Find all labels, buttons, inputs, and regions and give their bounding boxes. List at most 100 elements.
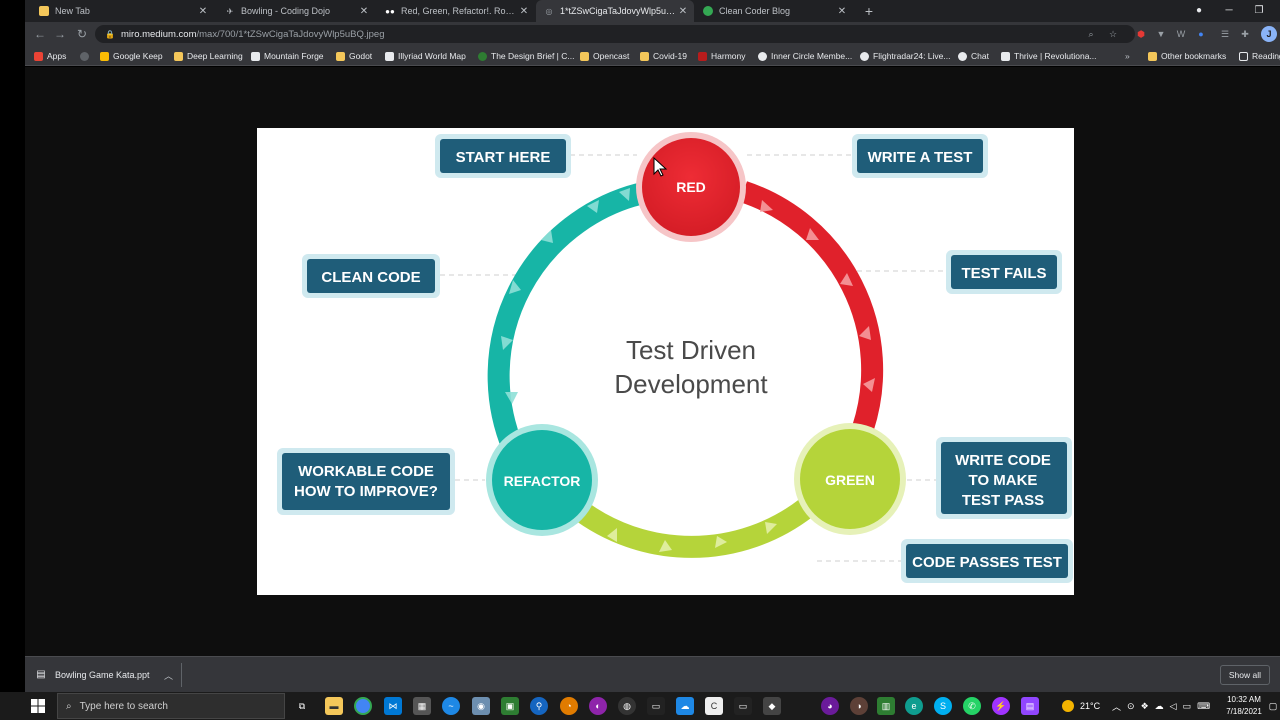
other-bookmarks[interactable]: Other bookmarks xyxy=(1148,49,1226,63)
bookmark-apps[interactable]: Apps xyxy=(34,49,66,63)
bookmark-google-keep[interactable]: Google Keep xyxy=(100,49,163,63)
minimize-icon[interactable]: ─ xyxy=(1225,5,1233,16)
weather-widget[interactable]: 21°C xyxy=(1062,692,1100,720)
tab-jpeg-image[interactable]: ◎ 1*tZSwCigaTaJdovyWlp5uBQ.jpeg ✕ xyxy=(536,0,694,22)
messenger-icon[interactable]: ⚡ xyxy=(992,697,1010,715)
test-fails-label: TEST FAILS xyxy=(946,250,1062,294)
bookmark-unnamed[interactable] xyxy=(80,49,93,63)
reading-list[interactable]: Reading xyxy=(1239,49,1280,63)
tray-chevron-icon[interactable]: ︿ xyxy=(1112,701,1122,712)
center-title-line1: Test Driven xyxy=(626,335,756,365)
harmony-icon xyxy=(698,51,707,61)
app-icon-15[interactable]: ▭ xyxy=(734,697,752,715)
taskbar-search-input[interactable]: ⌕ Type here to search xyxy=(57,693,285,719)
clock-time: 10:32 AM xyxy=(1227,695,1261,704)
bookmark-mountain-forge[interactable]: Mountain Forge xyxy=(251,49,324,63)
app-icon-16[interactable]: ◆ xyxy=(763,697,781,715)
download-item[interactable]: ▤ Bowling Game Kata.ppt ︿ xyxy=(35,663,182,687)
svg-text:TO MAKE: TO MAKE xyxy=(969,472,1038,489)
file-explorer-icon[interactable]: ▬ xyxy=(325,697,343,715)
close-tab-icon[interactable]: ✕ xyxy=(678,5,688,17)
taskbar-clock[interactable]: 10:32 AM 7/18/2021 xyxy=(1224,694,1264,718)
app-icon-18[interactable]: ◑ xyxy=(850,697,868,715)
app-icon-7[interactable]: ▣ xyxy=(501,697,519,715)
tray-app-icon[interactable]: ⊙ xyxy=(1127,700,1135,711)
new-tab-plus-icon[interactable]: + xyxy=(864,3,874,19)
svg-text:HOW TO IMPROVE?: HOW TO IMPROVE? xyxy=(294,483,438,500)
skype-icon[interactable]: S xyxy=(934,697,952,715)
tab-clean-coder-blog[interactable]: Clean Coder Blog ✕ xyxy=(695,0,853,22)
whatsapp-icon[interactable]: ✆ xyxy=(963,697,981,715)
maps-icon[interactable]: ⚲ xyxy=(530,697,548,715)
profile-avatar[interactable]: J xyxy=(1261,26,1277,42)
forward-arrow-icon[interactable]: → xyxy=(54,27,66,41)
bookmark-deep-learning[interactable]: Deep Learning xyxy=(174,49,243,63)
bookmark-thrive[interactable]: Thrive | Revolutiona... xyxy=(1001,49,1097,63)
bookmark-star-icon[interactable]: ☆ xyxy=(1108,29,1118,39)
app-icon-19[interactable]: ▥ xyxy=(877,697,895,715)
app-icon-4[interactable]: ▦ xyxy=(413,697,431,715)
tab-search-icon[interactable]: ● xyxy=(1195,5,1203,16)
app-icon-6[interactable]: ◉ xyxy=(472,697,490,715)
zoom-icon[interactable]: ⌕ xyxy=(1088,29,1094,39)
language-icon[interactable]: ⌨ xyxy=(1197,700,1211,711)
write-code-label: WRITE CODE TO MAKE TEST PASS xyxy=(936,437,1072,519)
extensions-puzzle-icon[interactable]: ✚ xyxy=(1241,29,1249,39)
blender-icon[interactable]: ◔ xyxy=(560,697,578,715)
close-tab-icon[interactable]: ✕ xyxy=(837,5,847,17)
tab-new-tab[interactable]: New Tab ✕ xyxy=(31,0,214,22)
reload-icon[interactable]: ↻ xyxy=(76,27,88,41)
bookmark-illyriad[interactable]: Illyriad World Map xyxy=(385,49,466,63)
chat-icon xyxy=(958,51,967,61)
extension-blue-icon[interactable]: ● xyxy=(1198,29,1204,39)
app-icon-17[interactable]: ◕ xyxy=(821,697,839,715)
tab-bowling-coding-dojo[interactable]: ✈ Bowling - Coding Dojo ✕ xyxy=(217,0,375,22)
adblock-icon[interactable]: ⬢ xyxy=(1137,29,1145,39)
bookmark-opencast[interactable]: Opencast xyxy=(580,49,629,63)
network-icon[interactable]: ▭ xyxy=(1182,700,1192,711)
extension-list-icon[interactable]: ☰ xyxy=(1220,29,1230,39)
green-node-label: GREEN xyxy=(825,472,875,488)
chevron-up-icon[interactable]: ︿ xyxy=(163,670,173,681)
tab-red-green-refactor[interactable]: ●● Red, Green, Refactor!. Robert Ce... ✕ xyxy=(377,0,535,22)
twitch-icon[interactable]: ▤ xyxy=(1021,697,1039,715)
dropbox-icon[interactable]: ❖ xyxy=(1140,700,1149,711)
bookmark-chat[interactable]: Chat xyxy=(958,49,989,63)
bookmark-flightradar[interactable]: Flightradar24: Live... xyxy=(860,49,950,63)
app-icon-5[interactable]: ~ xyxy=(442,697,460,715)
bookmark-design-brief[interactable]: The Design Brief | C... xyxy=(478,49,574,63)
terminal-icon[interactable]: ▭ xyxy=(647,697,665,715)
system-tray-icons[interactable]: ︿ ⊙ ❖ ☁ ◁ ▭ ⌨ xyxy=(1112,692,1216,720)
show-all-button[interactable]: Show all xyxy=(1219,665,1270,685)
edge-icon[interactable]: e xyxy=(905,697,923,715)
flightradar-icon xyxy=(860,51,869,61)
green-arc-chevrons xyxy=(607,522,777,552)
obs-icon[interactable]: ◍ xyxy=(618,697,636,715)
volume-icon[interactable]: ◁ xyxy=(1169,700,1177,711)
close-tab-icon[interactable]: ✕ xyxy=(359,5,369,17)
bookmarks-overflow-chevron[interactable]: » xyxy=(1125,51,1130,61)
restore-icon[interactable]: ❐ xyxy=(1254,5,1264,16)
close-tab-icon[interactable]: ✕ xyxy=(519,5,529,17)
task-view-icon[interactable]: ⧉ xyxy=(298,701,306,711)
mountain-forge-icon xyxy=(251,51,260,61)
bookmark-covid[interactable]: Covid-19 xyxy=(640,49,687,63)
vscode-icon[interactable]: ⋈ xyxy=(384,697,402,715)
close-tab-icon[interactable]: ✕ xyxy=(198,5,208,17)
bookmark-inner-circle[interactable]: Inner Circle Membe... xyxy=(758,49,852,63)
refactor-node xyxy=(492,430,592,530)
back-arrow-icon[interactable]: ← xyxy=(34,27,46,41)
app-icon-14[interactable]: C xyxy=(705,697,723,715)
thrive-icon xyxy=(1001,51,1010,61)
app-icon-10[interactable]: ◐ xyxy=(589,697,607,715)
address-bar[interactable]: 🔒 miro.medium.com /max/700/1*tZSwCigaTaJ… xyxy=(95,25,1135,43)
extension-v-icon[interactable]: ▼ xyxy=(1156,29,1166,39)
app-icon-13[interactable]: ☁ xyxy=(676,697,694,715)
onedrive-icon[interactable]: ☁ xyxy=(1154,700,1164,711)
notifications-icon[interactable]: ▢ xyxy=(1268,701,1278,711)
extension-w-icon[interactable]: W xyxy=(1176,29,1186,39)
chrome-icon[interactable] xyxy=(354,697,372,715)
bookmark-harmony[interactable]: Harmony xyxy=(698,49,745,63)
bookmark-godot[interactable]: Godot xyxy=(336,49,372,63)
windows-start-icon[interactable] xyxy=(30,698,46,714)
